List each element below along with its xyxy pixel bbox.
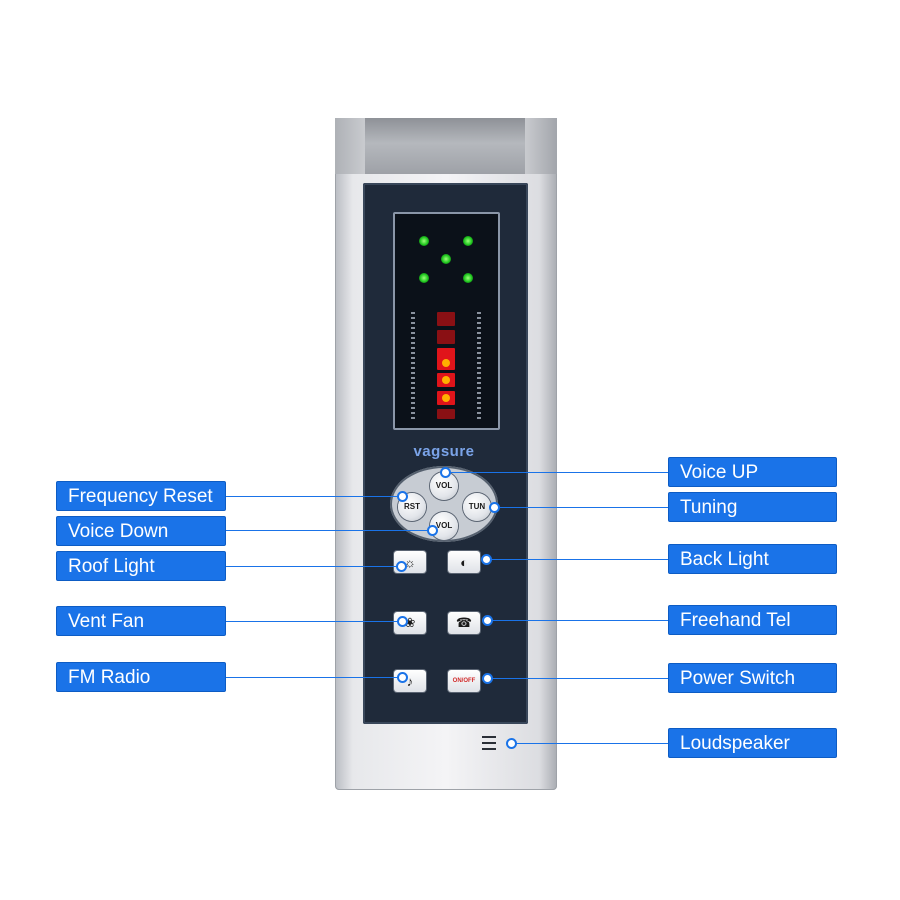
- leader-dot: [440, 467, 451, 478]
- power-switch-button[interactable]: ON/OFF: [448, 670, 480, 692]
- frequency-reset-button-label: RST: [404, 502, 420, 511]
- leader-dot: [506, 738, 517, 749]
- level-led: [437, 391, 455, 405]
- label-power-switch: Power Switch: [668, 663, 837, 693]
- level-led: [437, 373, 455, 387]
- label-roof-light: Roof Light: [56, 551, 226, 581]
- frequency-reset-button[interactable]: RST: [398, 493, 426, 521]
- level-led: [437, 312, 455, 326]
- leader-dot: [397, 491, 408, 502]
- fan-icon: ❀: [404, 615, 416, 630]
- freehand-tel-button[interactable]: ☎: [448, 612, 480, 634]
- leader-dot: [481, 554, 492, 565]
- leader-dot: [397, 616, 408, 627]
- label-back-light: Back Light: [668, 544, 837, 574]
- level-led: [437, 409, 455, 419]
- status-led: [419, 273, 429, 283]
- label-loudspeaker: Loudspeaker: [668, 728, 837, 758]
- voice-up-button-label: VOL: [435, 481, 453, 490]
- leader-dot: [482, 615, 493, 626]
- leader-dot: [396, 561, 407, 572]
- device-cap-left: [335, 118, 365, 174]
- tuning-button-label: TUN: [468, 502, 486, 511]
- radio-icon: ♪: [406, 673, 414, 689]
- status-led: [441, 254, 451, 264]
- leader-line: [226, 496, 402, 497]
- label-vent-fan: Vent Fan: [56, 606, 226, 636]
- leader-dot: [397, 672, 408, 683]
- leader-dot: [427, 525, 438, 536]
- leader-dot: [489, 502, 500, 513]
- device-top-cap: [365, 118, 525, 174]
- leader-line: [226, 621, 402, 622]
- label-voice-down: Voice Down: [56, 516, 226, 546]
- tuning-button[interactable]: TUN: [463, 493, 491, 521]
- label-freehand-tel: Freehand Tel: [668, 605, 837, 635]
- level-led: [437, 330, 455, 344]
- speaker-grille-icon: [482, 736, 496, 754]
- status-led: [463, 236, 473, 246]
- device-cap-right: [525, 118, 557, 174]
- headlight-icon: ◐: [460, 554, 468, 570]
- bulb-icon: ☼: [404, 554, 416, 570]
- label-tuning: Tuning: [668, 492, 837, 522]
- leader-line: [226, 566, 400, 567]
- leader-line: [488, 620, 668, 621]
- leader-line: [513, 743, 668, 744]
- leader-line: [488, 678, 668, 679]
- label-frequency-reset: Frequency Reset: [56, 481, 226, 511]
- leader-line: [226, 677, 402, 678]
- telephone-icon: ☎: [455, 615, 473, 630]
- power-switch-button-label: ON/OFF: [452, 678, 476, 684]
- level-led: [437, 356, 455, 370]
- back-light-button[interactable]: ◐: [448, 551, 480, 573]
- label-voice-up: Voice UP: [668, 457, 837, 487]
- leader-line: [487, 559, 668, 560]
- voice-down-button-label: VOL: [435, 521, 453, 530]
- label-fm-radio: FM Radio: [56, 662, 226, 692]
- leader-line: [226, 530, 432, 531]
- status-led: [419, 236, 429, 246]
- leader-dot: [482, 673, 493, 684]
- level-scale-left: [411, 312, 415, 422]
- leader-line: [446, 472, 668, 473]
- level-scale-right: [477, 312, 481, 422]
- leader-line: [494, 507, 668, 508]
- brand-logo: vagsure: [413, 443, 475, 460]
- status-led: [463, 273, 473, 283]
